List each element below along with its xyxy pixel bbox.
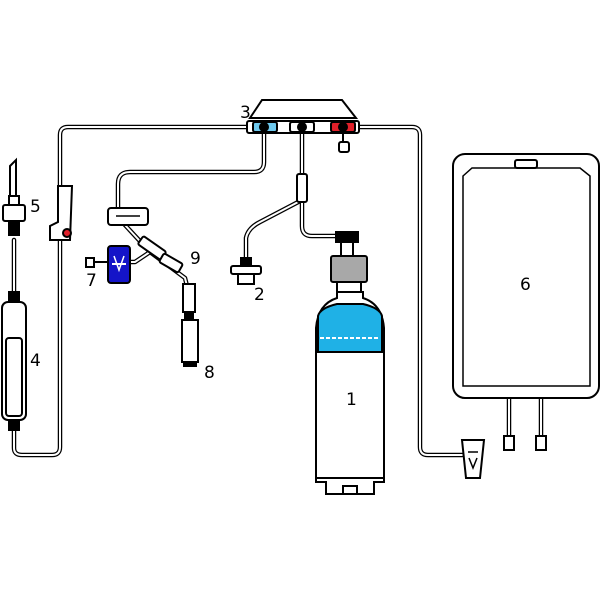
filter <box>230 257 262 285</box>
label-bottle: 1 <box>346 390 357 410</box>
label-spike: 5 <box>30 197 41 217</box>
syringe <box>181 283 199 367</box>
label-syringe: 8 <box>204 363 215 383</box>
label-bag: 6 <box>520 275 531 295</box>
manifold <box>246 99 360 153</box>
spike <box>2 157 26 236</box>
tubing <box>11 124 544 458</box>
label-blue-clamp: 7 <box>86 271 97 291</box>
bag-clamp <box>460 439 486 479</box>
y-junction <box>137 235 184 274</box>
pinch-clamp <box>107 207 149 226</box>
label-drip-chamber: 4 <box>30 351 41 371</box>
roller-clamp <box>49 185 74 241</box>
blue-clamp <box>85 245 131 284</box>
drip-chamber <box>1 291 27 431</box>
label-manifold: 3 <box>240 103 251 123</box>
label-filter: 2 <box>254 285 265 305</box>
label-y-junction: 9 <box>190 249 201 269</box>
bottle <box>315 231 385 495</box>
tube-connector <box>296 173 308 203</box>
diagram-labels: 1 2 3 4 5 6 7 8 9 <box>30 103 531 410</box>
bag <box>452 153 600 451</box>
